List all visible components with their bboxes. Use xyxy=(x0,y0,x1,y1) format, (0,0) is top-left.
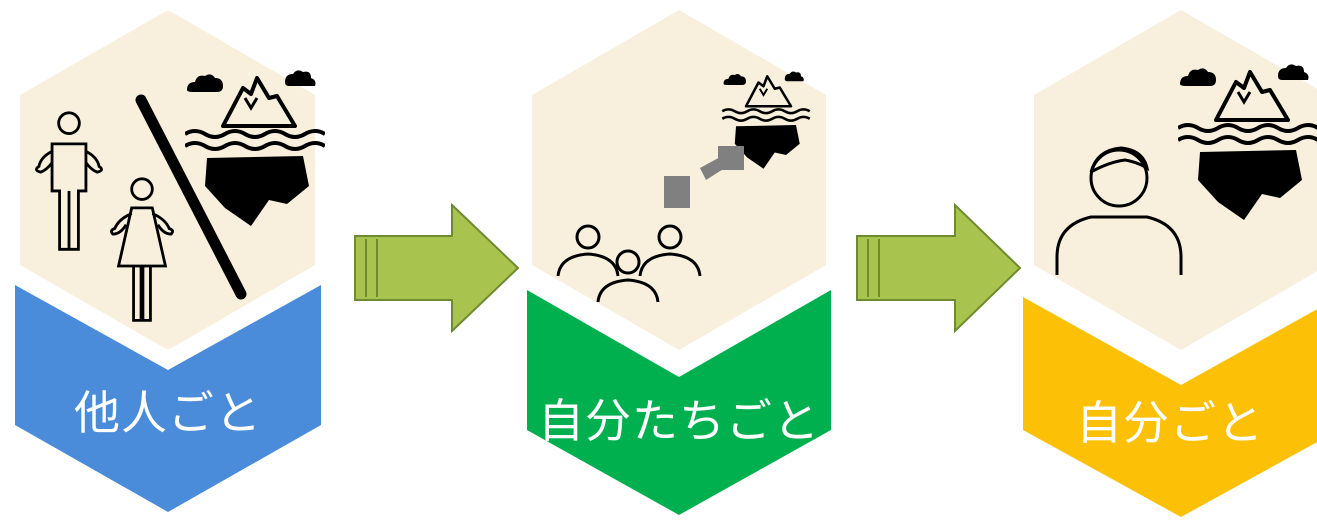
stage-1 xyxy=(15,10,325,512)
stage-2-label: 自分たちごと xyxy=(538,394,820,448)
stage-2-chevron xyxy=(527,290,831,515)
arrow-1-icon xyxy=(354,202,520,334)
stage-3-hexagon xyxy=(1034,10,1317,350)
divider-line-icon xyxy=(135,94,247,300)
broken-bridge-icon xyxy=(664,146,744,208)
person-icon xyxy=(1055,146,1183,275)
stage-3-label: 自分ごと xyxy=(1076,396,1264,450)
stage-1-label: 他人ごと xyxy=(74,386,262,440)
group-icon xyxy=(556,224,702,303)
stage-3-chevron xyxy=(1023,297,1317,517)
stage-3 xyxy=(1023,10,1317,517)
arrow-2-icon xyxy=(856,202,1022,334)
stage-1-chevron xyxy=(15,285,321,512)
stage-2 xyxy=(527,10,831,515)
